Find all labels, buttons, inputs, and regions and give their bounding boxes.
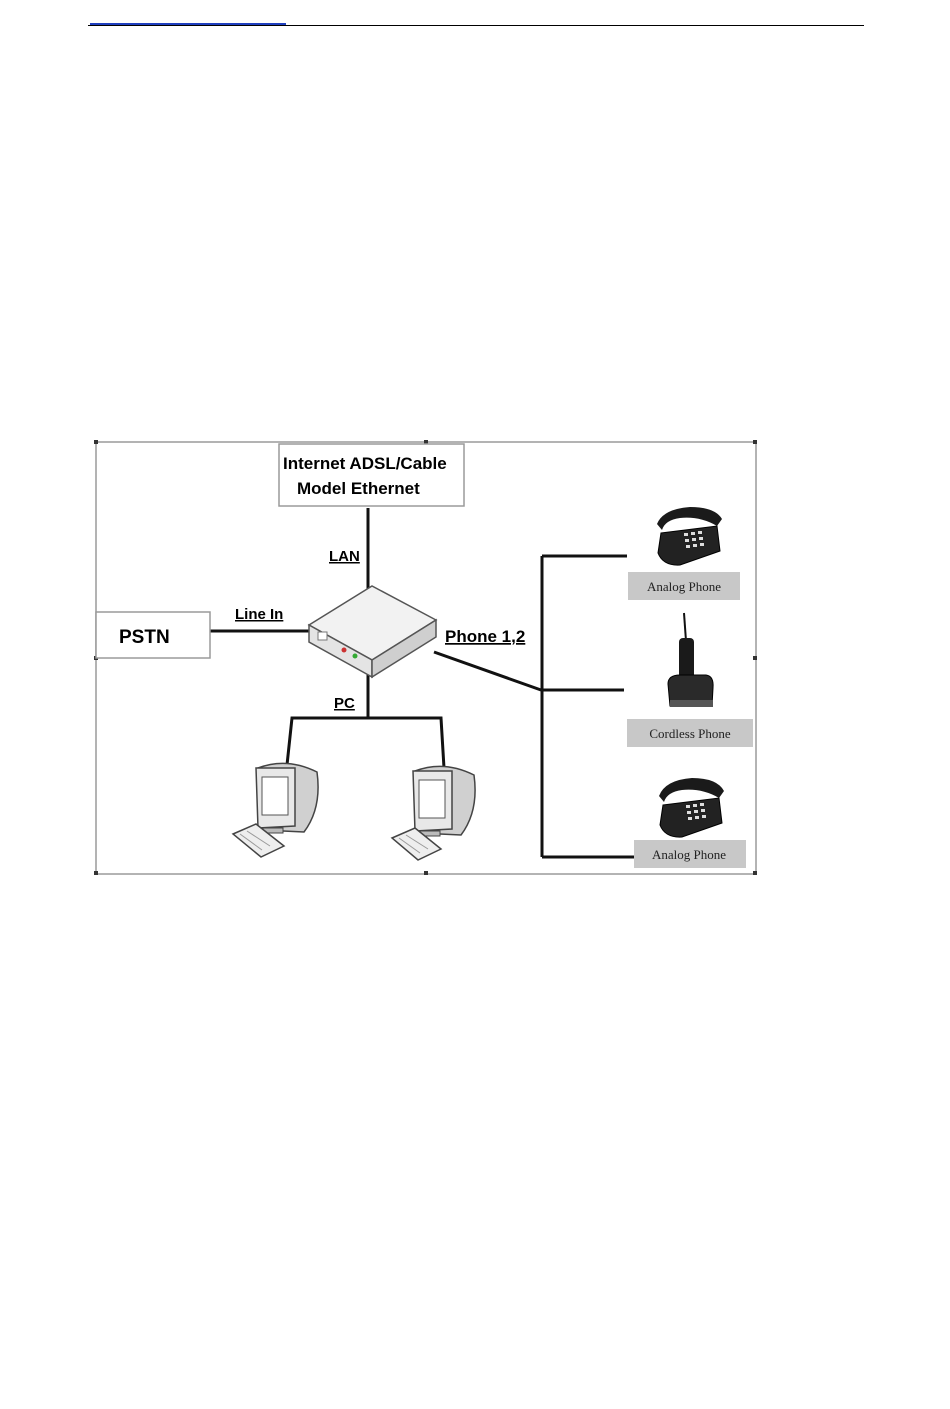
pstn-box: PSTN xyxy=(96,612,210,658)
lan-label: LAN xyxy=(329,548,360,565)
device-label-analog-phone-2: Analog Phone xyxy=(652,847,726,862)
pstn-label: PSTN xyxy=(119,627,170,648)
internet-box: Internet ADSL/Cable Model Ethernet xyxy=(279,444,464,506)
phone-label: Phone 1,2 xyxy=(445,627,525,646)
line-in-label: Line In xyxy=(235,606,283,623)
internet-box-line1: Internet ADSL/Cable xyxy=(283,454,447,473)
device-label-cordless-phone: Cordless Phone xyxy=(649,726,730,741)
internet-box-line2: Model Ethernet xyxy=(297,479,420,498)
device-label-analog-phone-1: Analog Phone xyxy=(647,579,721,594)
pc-label: PC xyxy=(334,695,355,712)
